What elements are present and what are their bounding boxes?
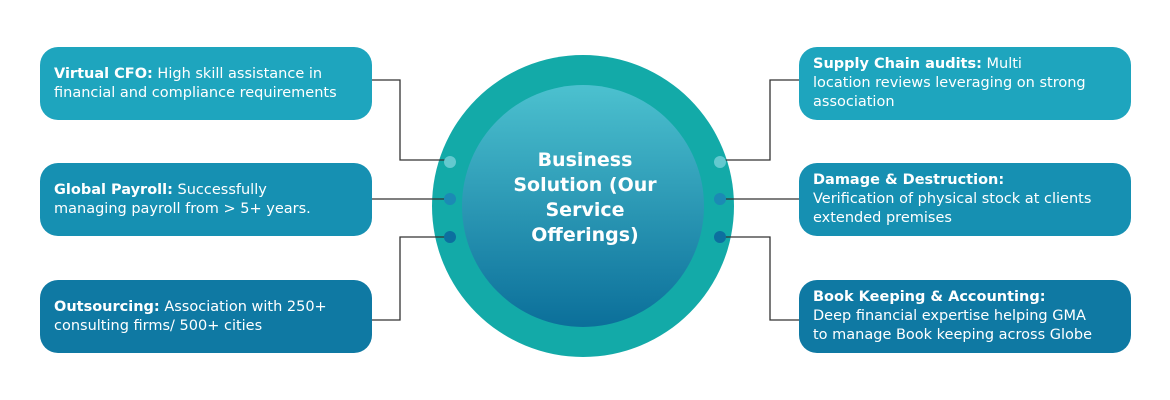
card-global-payroll: Global Payroll: Successfully managing pa… xyxy=(40,163,372,236)
card-body-line: Verification of physical stock at client… xyxy=(813,191,1092,207)
card-heading: Outsourcing: xyxy=(54,298,160,315)
card-supply-chain-audits: Supply Chain audits: Multi location revi… xyxy=(799,47,1131,120)
connector-dot-left-2 xyxy=(444,193,456,205)
connector-dot-right-2 xyxy=(714,193,726,205)
card-outsourcing: Outsourcing: Association with 250+ consu… xyxy=(40,280,372,353)
connector-left-1 xyxy=(372,79,450,161)
center-title-line: Business xyxy=(537,149,633,171)
card-body-line: consulting firms/ 500+ cities xyxy=(54,317,263,334)
card-text: Global Payroll: Successfully managing pa… xyxy=(54,181,311,219)
card-body-line: Successfully xyxy=(172,181,267,198)
connector-dot-left-3 xyxy=(444,231,456,243)
connector-right-3 xyxy=(720,236,799,321)
connector-right-1 xyxy=(720,79,799,161)
center-title-line: Offerings) xyxy=(531,224,639,246)
card-body-line: High skill assistance in xyxy=(152,65,323,82)
card-body-line: financial and compliance requirements xyxy=(54,84,337,101)
connector-dot-right-3 xyxy=(714,231,726,243)
card-heading: Global Payroll: xyxy=(54,181,173,198)
center-title-line: Service xyxy=(545,199,625,221)
card-body-line: location reviews leveraging on strong xyxy=(813,75,1086,91)
card-text: Outsourcing: Association with 250+ consu… xyxy=(54,298,327,336)
connector-dot-left-1 xyxy=(444,156,456,168)
card-text: Virtual CFO: High skill assistance in fi… xyxy=(54,65,337,103)
card-body-line: extended premises xyxy=(813,210,952,226)
card-body-line: Multi xyxy=(981,56,1022,72)
card-body-line: Deep financial expertise helping GMA xyxy=(813,308,1086,324)
center-title-line: Solution (Our xyxy=(513,174,657,196)
center-title: Business Solution (Our Service Offerings… xyxy=(490,148,680,248)
card-body-line: managing payroll from > 5+ years. xyxy=(54,200,311,217)
card-book-keeping-accounting: Book Keeping & Accounting: Deep financia… xyxy=(799,280,1131,353)
card-heading: Virtual CFO: xyxy=(54,65,153,82)
center-circle xyxy=(462,85,704,327)
card-damage-destruction: Damage & Destruction: Verification of ph… xyxy=(799,163,1131,236)
card-heading: Damage & Destruction: xyxy=(813,172,1005,188)
card-body-line: Association with 250+ xyxy=(159,298,327,315)
card-heading: Supply Chain audits: xyxy=(813,56,982,72)
connector-dot-right-1 xyxy=(714,156,726,168)
card-body-line: to manage Book keeping across Globe xyxy=(813,327,1092,343)
card-virtual-cfo: Virtual CFO: High skill assistance in fi… xyxy=(40,47,372,120)
card-text: Supply Chain audits: Multi location revi… xyxy=(813,55,1086,112)
card-heading: Book Keeping & Accounting: xyxy=(813,289,1046,305)
card-body-line: association xyxy=(813,94,895,110)
card-text: Damage & Destruction: Verification of ph… xyxy=(813,171,1091,228)
card-text: Book Keeping & Accounting: Deep financia… xyxy=(813,288,1092,345)
connector-left-3 xyxy=(372,236,450,321)
